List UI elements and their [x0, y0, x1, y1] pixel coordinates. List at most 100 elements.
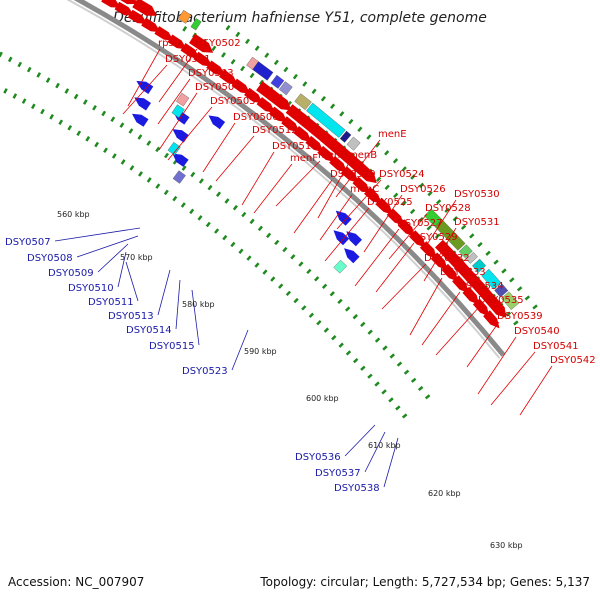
forward-gene-arrow [472, 298, 490, 317]
tick-dot [103, 147, 108, 154]
tick-dot [283, 66, 289, 73]
leader-line [381, 263, 427, 310]
reverse-gene-label: DSY0514 [126, 325, 172, 336]
forward-gene-arrow [441, 263, 459, 282]
tick-dot [395, 405, 401, 411]
tick-dot [314, 276, 320, 282]
reverse-gene-label: DSY0538 [334, 483, 380, 494]
tick-dot [198, 178, 204, 184]
tick-dot [290, 254, 296, 260]
tick-dot [382, 345, 388, 351]
gene-feature-block [472, 258, 487, 273]
tick-dot [331, 335, 337, 341]
tick-dot [266, 232, 272, 239]
leader-line [409, 277, 443, 336]
tick-dot [389, 353, 395, 359]
forward-gene-arrow [340, 166, 359, 183]
genome-summary-text: Topology: circular; Length: 5,727,534 bp… [260, 575, 590, 589]
tick-dot [221, 52, 226, 58]
reverse-gene-arrow [333, 230, 350, 246]
tick-dot [424, 394, 431, 400]
forward-gene-arrow [132, 0, 157, 16]
tick-dot [92, 104, 97, 111]
forward-gene-label: DSY0526 [400, 184, 446, 195]
tick-dot [384, 184, 390, 190]
tick-dot [137, 134, 143, 140]
leader-line [76, 235, 139, 258]
forward-gene-label: DSY0540 [514, 326, 560, 337]
gene-feature-block [270, 74, 285, 89]
tick-dot [434, 233, 441, 239]
tick-dot [232, 204, 238, 211]
tick-dot [345, 306, 351, 312]
forward-gene-label: menC [350, 184, 379, 195]
tick-dot [338, 342, 344, 348]
tick-dot [306, 268, 312, 275]
forward-gene-arrow [268, 90, 292, 111]
reverse-gene-arrow [172, 129, 189, 143]
gene-features [101, 0, 520, 329]
tick-dot [129, 165, 135, 171]
leader-line [344, 424, 376, 457]
tick-dot [73, 93, 79, 100]
tick-dot [485, 250, 491, 256]
tick-dot [225, 24, 231, 31]
forward-gene-label: rpsD [158, 38, 182, 49]
tick-dot [249, 218, 255, 225]
leader-line [319, 194, 353, 241]
tick-dot [302, 81, 308, 87]
tick-dot [352, 314, 358, 320]
tick-dot [367, 373, 373, 379]
tick-dot [49, 114, 54, 120]
gene-feature-block [177, 9, 192, 24]
tick-dot [469, 233, 475, 239]
tick-dot [392, 158, 399, 164]
tick-dot [222, 234, 228, 241]
tick-dot [285, 290, 292, 297]
tick-dot [282, 246, 288, 253]
tick-dot [230, 241, 236, 248]
tick-dot [273, 59, 279, 66]
gene-feature-block [339, 130, 352, 143]
forward-gene-arrow [206, 60, 226, 76]
leader-line [423, 199, 457, 250]
tick-dot [182, 26, 188, 32]
forward-gene-arrow [120, 0, 138, 5]
leader-line [293, 179, 333, 234]
tick-dot [393, 192, 399, 198]
tick-dot [21, 98, 27, 104]
tick-dot [64, 88, 70, 94]
forward-gene-label: DSY0505 [210, 96, 256, 107]
gene-feature-block [333, 259, 348, 274]
tick-dot [409, 208, 416, 215]
reverse-gene-label: DSY0507 [5, 237, 51, 248]
forward-gene-arrow [364, 187, 382, 204]
tick-dot [360, 365, 366, 371]
forward-gene-label: DSY0519 [330, 169, 376, 180]
kbp-tick-label: 610 kbp [368, 441, 401, 450]
tick-dot [381, 389, 387, 395]
tick-dot [254, 262, 260, 268]
tick-dot [207, 184, 213, 191]
forward-gene-arrow [193, 51, 213, 67]
tick-dot [45, 77, 51, 84]
forward-gene-label: menE [378, 129, 407, 140]
kbp-tick-label: 590 kbp [244, 347, 277, 356]
tick-dot [101, 110, 107, 117]
tick-dot [94, 141, 100, 148]
reverse-gene-label: DSY0511 [88, 297, 134, 308]
leader-line [364, 431, 386, 473]
leader-line [466, 321, 500, 368]
backbone-inner [66, 0, 501, 359]
leader-line [423, 227, 457, 282]
forward-gene-label: DSY0531 [454, 217, 500, 228]
tick-dot [190, 171, 196, 178]
gene-feature-block [501, 291, 520, 310]
tick-dot [311, 88, 317, 95]
forward-gene-arrow [189, 33, 214, 53]
gene-feature-block [306, 102, 346, 138]
forward-gene-label: DSY0541 [533, 341, 579, 352]
